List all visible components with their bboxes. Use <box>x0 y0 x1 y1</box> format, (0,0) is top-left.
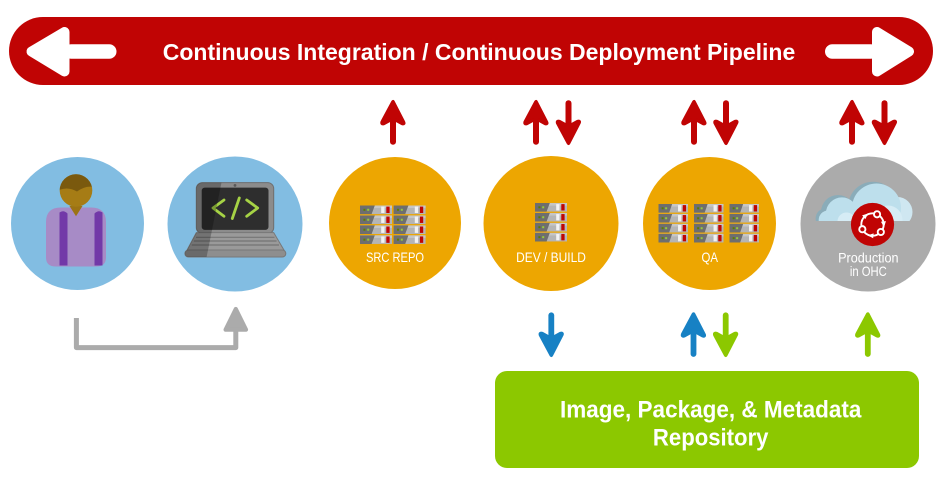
svg-text:SRC REPO: SRC REPO <box>366 250 424 265</box>
svg-text:in OHC: in OHC <box>850 264 887 279</box>
svg-text:Repository: Repository <box>653 424 769 451</box>
svg-text:Continuous Integration / Conti: Continuous Integration / Continuous Depl… <box>163 39 796 65</box>
svg-text:Production: Production <box>838 250 898 266</box>
svg-text:QA: QA <box>701 250 718 265</box>
svg-text:Image, Package, & Metadata: Image, Package, & Metadata <box>560 396 862 423</box>
svg-text:DEV / BUILD: DEV / BUILD <box>516 249 586 265</box>
